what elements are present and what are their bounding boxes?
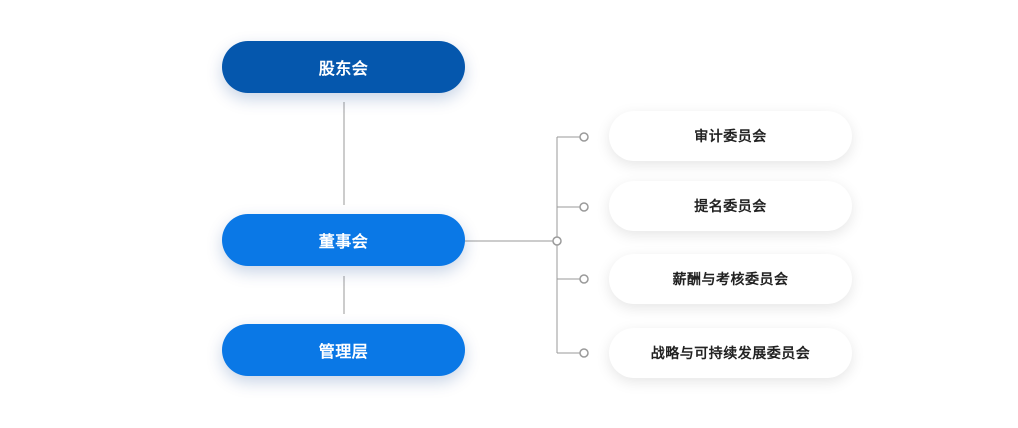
branch-dot-2 <box>579 202 589 212</box>
node-board-of-directors: 董事会 <box>222 214 465 266</box>
committee-nomination: 提名委员会 <box>609 181 852 231</box>
branch-dot-3 <box>579 274 589 284</box>
junction-dot <box>552 236 562 246</box>
committee-strategy-sustainability: 战略与可持续发展委员会 <box>609 328 852 378</box>
committee-remuneration: 薪酬与考核委员会 <box>609 254 852 304</box>
node-shareholders-meeting: 股东会 <box>222 41 465 93</box>
committee-audit: 审计委员会 <box>609 111 852 161</box>
branch-dot-1 <box>579 132 589 142</box>
branch-dot-4 <box>579 348 589 358</box>
node-management: 管理层 <box>222 324 465 376</box>
